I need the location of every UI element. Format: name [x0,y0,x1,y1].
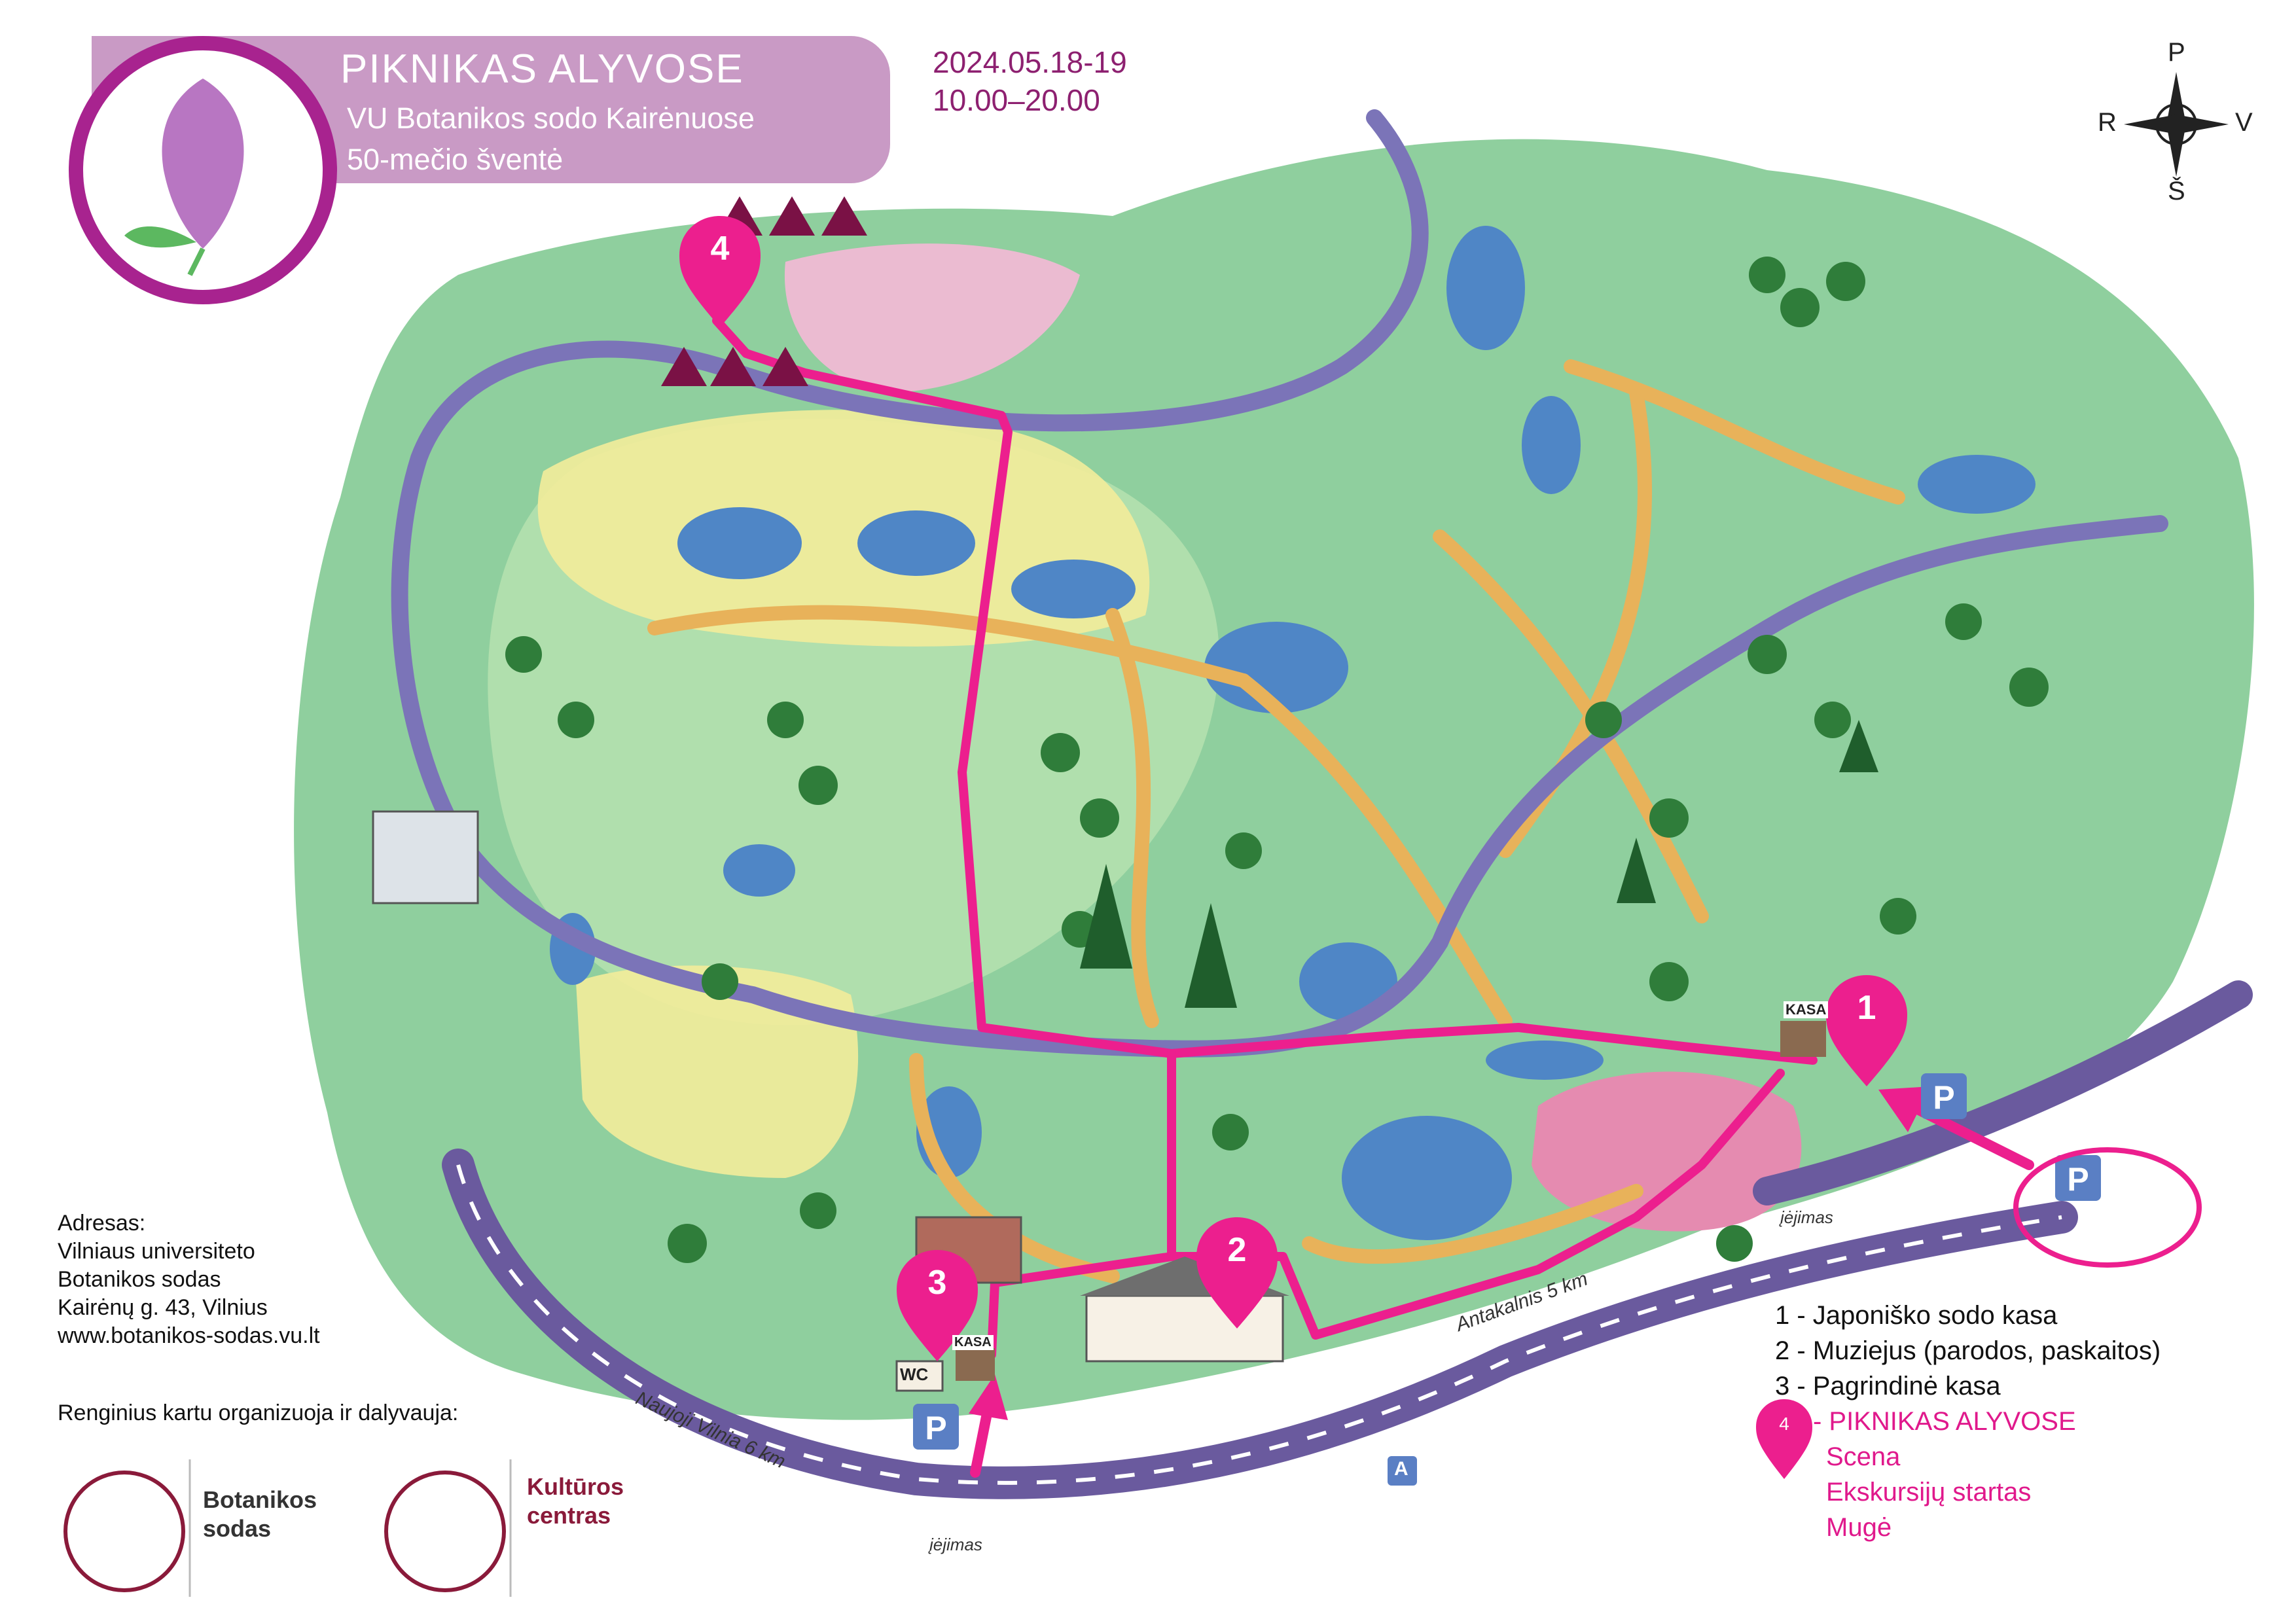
highway-dashes [456,1164,2062,1485]
vu-emblem [63,1471,185,1592]
pond [677,507,802,579]
legend-item: 1 - Japoniško sodo kasa [1775,1301,2058,1330]
subtitle-line: 50-mečio šventė [347,143,564,176]
legend-item-highlight: - PIKNIKAS ALYVOSE [1813,1407,2076,1436]
compass-south: Š [2168,177,2185,205]
compass-west: R [2098,108,2117,137]
rose-garden [1532,1071,1802,1232]
compass-icon [2124,72,2229,177]
address-line: Kairėnų g. 43, Vilnius [58,1295,268,1320]
lower-yellow-field [576,965,859,1178]
page-title: PIKNIKAS ALYVOSE [340,46,744,92]
org-name: Kultūros [527,1473,624,1500]
legend-item: 2 - Muziejus (parodos, paskaitos) [1775,1336,2161,1365]
marker-3-label: 3 [927,1264,947,1302]
wc-label: WC [900,1364,929,1384]
yellow-field [537,410,1150,647]
pond [1342,1116,1512,1240]
kasa-label: KASA [1784,1001,1829,1018]
event-time: 10.00–20.00 [933,83,1100,117]
kasa-label: KASA [952,1335,994,1350]
trees [505,257,2049,1263]
org-name: Botanikos [203,1486,317,1513]
marker-1-label: 1 [1857,989,1876,1027]
parking-sign [2055,1155,2101,1201]
address-line: Vilniaus universiteto [58,1239,255,1264]
entrance-label: įėjimas [1780,1207,1833,1227]
route-marker [897,1250,978,1361]
picnic-tents [661,196,867,386]
org-name: centras [527,1502,611,1529]
conifer-trees [1080,720,1878,1008]
right-highway [1753,980,2253,1205]
legend-sub-item: Mugė [1826,1513,1892,1542]
pond [1522,396,1581,494]
legend-sub-item: Ekskursijų startas [1826,1478,2032,1507]
route-marker [1826,975,1907,1086]
legend-item: 3 - Pagrindinė kasa [1775,1372,2001,1400]
parking-label: P [925,1410,947,1446]
legend-marker-icon [1756,1399,1812,1479]
parking-sign [913,1404,959,1450]
pond [1011,560,1136,618]
pond [857,510,975,576]
org-name: sodas [203,1515,272,1542]
lilac-area [784,243,1080,393]
bus-stop-sign [1388,1456,1417,1486]
legend-sub-item: Scena [1826,1442,1901,1471]
bus-stop-label: A [1394,1458,1408,1480]
compass-north: P [2168,38,2185,67]
parking-label: P [2067,1161,2089,1198]
pond [723,844,795,897]
pond [1204,622,1348,713]
compass-east: V [2235,108,2253,137]
parking-highlight [2013,1147,2202,1268]
address-line: Botanikos sodas [58,1267,221,1292]
organizers-heading: Renginius kartu organizuoja ir dalyvauja… [58,1400,459,1425]
parking-sign [1921,1073,1967,1119]
pond [1918,455,2036,514]
route-marker [679,216,761,327]
parking-label: P [1933,1079,1955,1116]
marker-2-label: 2 [1227,1231,1247,1269]
pond [1486,1041,1604,1080]
pond [1446,226,1525,350]
entrance-arrow [969,1374,1008,1478]
lilac-logo-icon [124,79,244,276]
subtitle-line: VU Botanikos sodo Kairėnuose [347,101,755,135]
route-marker [1196,1217,1278,1329]
vu-emblem [384,1471,506,1592]
legend-marker-number: 4 [1779,1414,1789,1434]
marker-4-label: 4 [710,230,730,268]
address-heading: Adresas: [58,1211,146,1236]
inner-road [391,109,2168,1058]
event-date: 2024.05.18-19 [933,45,1127,79]
website-link[interactable]: www.botanikos-sodas.vu.lt [58,1323,320,1348]
entrance-label: įėjimas [929,1535,982,1554]
pond [1299,942,1397,1021]
